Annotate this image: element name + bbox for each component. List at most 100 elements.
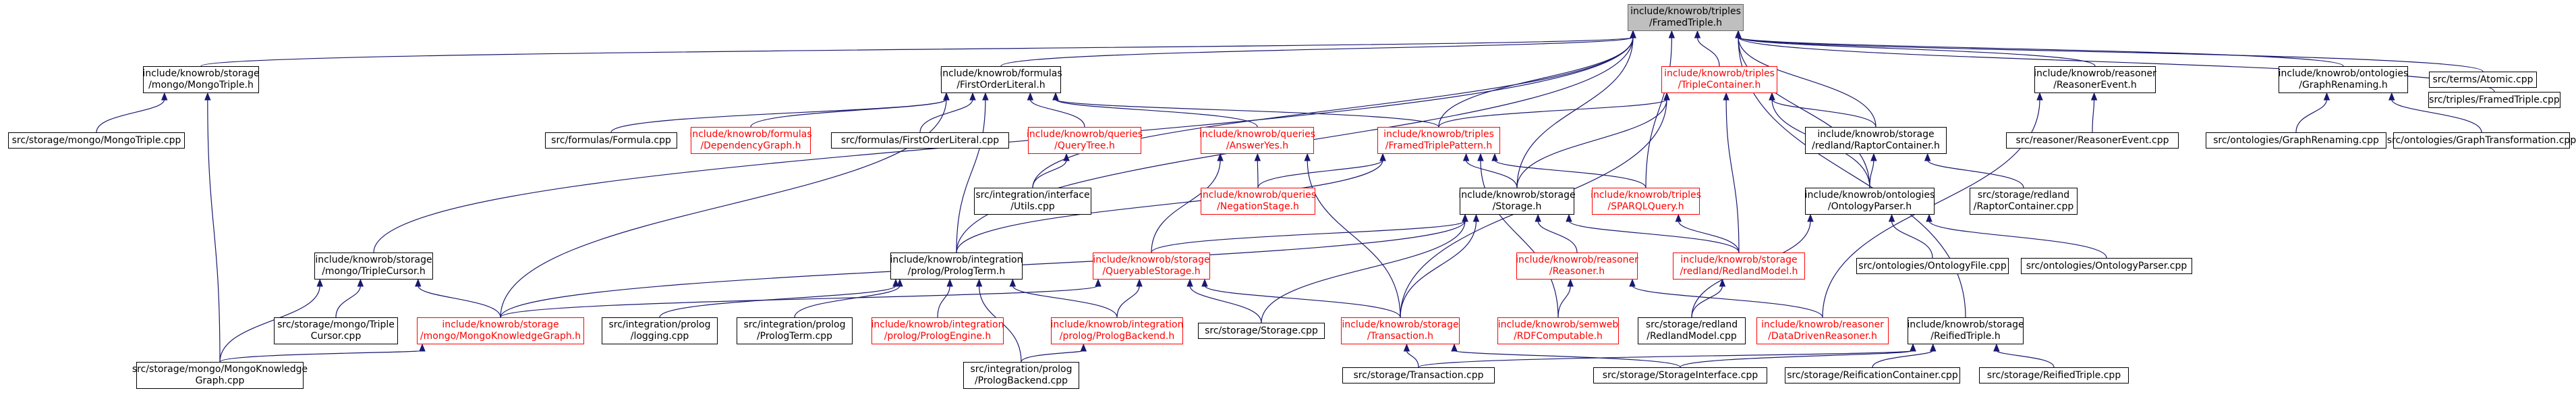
node-redland-model-cpp[interactable]: src/storage/redland /RedlandModel.cpp [1638,317,1746,344]
node-graph-transformation-cpp[interactable]: src/ontologies/GraphTransformation.cpp [2387,132,2576,149]
node-line-1: src/storage/ReifiedTriple.cpp [1986,369,2121,381]
node-storage-h[interactable]: include/knowrob/storage /Storage.h [1458,188,1576,215]
node-line-2: /Reasoner.h [1549,266,1605,277]
dependency-edge [1516,36,1634,188]
node-formula-cpp[interactable]: src/formulas/Formula.cpp [545,132,677,149]
node-dependency-graph-h[interactable]: include/knowrob/formulas /DependencyGrap… [689,127,812,154]
node-atomic-cpp[interactable]: src/terms/Atomic.cpp [2429,72,2537,88]
node-answer-yes-h[interactable]: include/knowrob/queries /AnswerYes.h [1199,127,1315,154]
dependency-edge [1151,159,1221,253]
edge-arrowhead [2323,92,2330,101]
edge-arrowhead [1052,92,1059,101]
dependency-edge [750,99,947,128]
node-prolog-backend-h[interactable]: include/knowrob/integration /prolog/Prol… [1051,317,1183,344]
node-prolog-backend-cpp[interactable]: src/integration/prolog /PrologBackend.cp… [963,362,1079,389]
node-prolog-engine-h[interactable]: include/knowrob/integration /prolog/Prol… [871,317,1004,344]
edge-arrowhead [1304,153,1311,161]
node-triple-cursor-h[interactable]: include/knowrob/storage /mongo/TripleCur… [314,253,433,280]
edge-arrowhead [1993,343,2000,352]
node-reification-container-cpp[interactable]: src/storage/ReificationContainer.cpp [1785,367,1960,383]
edge-arrowhead [1910,343,1916,352]
node-line-2: /prolog/PrologTerm.h [907,266,1006,277]
node-line-2: /RaptorContainer.cpp [1973,201,2074,212]
node-graph-renaming-cpp[interactable]: src/ontologies/GraphRenaming.cpp [2206,132,2386,149]
node-line-2: /Transaction.h [1367,331,1434,342]
node-line-1: src/storage/redland [1645,319,1738,330]
dependency-edge [1012,285,1118,318]
node-mongo-knowledge-graph-cpp[interactable]: src/storage/mongo/MongoKnowledge Graph.c… [132,362,308,389]
node-reified-triple-h[interactable]: include/knowrob/storage /ReifiedTriple.h [1907,317,2024,344]
edge-arrowhead [1462,153,1470,161]
node-mongo-triple-h[interactable]: include/knowrob/storage /mongo/MongoTrip… [142,66,260,93]
node-reasoner-event-h[interactable]: include/knowrob/reasoner /ReasonerEvent.… [2034,66,2156,93]
node-triple-container-h[interactable]: include/knowrob/triples /TripleContainer… [1661,66,1777,93]
node-framed-triple-cpp[interactable]: src/triples/FramedTriple.cpp [2428,92,2560,108]
dependency-edge [1055,99,1258,128]
dependency-edge [1725,99,1740,253]
dependency-edge [1738,36,2484,72]
dependency-edge [1632,285,1823,318]
dependency-edge [1494,159,1647,188]
node-ontology-file-cpp[interactable]: src/ontologies/OntologyFile.cpp [1856,258,2009,274]
node-redland-model-h[interactable]: include/knowrob/storage /redland/Redland… [1673,253,1805,280]
node-first-order-literal-h[interactable]: include/knowrob/formulas /FirstOrderLite… [940,66,1062,93]
node-line-1: include/knowrob/queries [1200,190,1316,201]
node-line-1: src/ontologies/GraphRenaming.cpp [2213,134,2379,146]
node-graph-renaming-h[interactable]: include/knowrob/ontologies /GraphRenamin… [2279,66,2408,93]
edge-arrowhead [1723,92,1729,101]
edge-arrowhead [896,278,903,287]
node-line-1: src/ontologies/OntologyFile.cpp [1858,260,2007,271]
node-reasoner-event-cpp[interactable]: src/reasoner/ReasonerEvent.cpp [2006,132,2179,149]
node-first-order-literal-cpp[interactable]: src/formulas/FirstOrderLiteral.cpp [831,132,1009,149]
node-line-1: src/storage/Transaction.cpp [1353,369,1484,381]
node-raptor-container-h[interactable]: include/knowrob/storage /redland/RaptorC… [1805,127,1947,154]
node-transaction-cpp[interactable]: src/storage/Transaction.cpp [1342,367,1495,383]
node-prolog-term-h[interactable]: include/knowrob/integration /prolog/Prol… [890,253,1023,280]
edge-arrowhead [1694,30,1701,38]
edge-arrowhead [1201,278,1208,287]
dependency-edge [219,285,320,363]
node-storage-interface-cpp[interactable]: src/storage/StorageInterface.cpp [1593,367,1767,383]
node-line-1: src/integration/prolog [970,364,1072,375]
dependency-edge [1480,159,1559,318]
node-framed-triple-pattern-h[interactable]: include/knowrob/triples /FramedTriplePat… [1377,127,1500,154]
node-query-tree-h[interactable]: include/knowrob/queries /QueryTree.h [1027,127,1143,154]
node-storage-cpp[interactable]: src/storage/Storage.cpp [1198,323,1325,339]
edge-arrowhead [161,92,168,101]
edge-arrowhead [1186,278,1193,287]
node-line-1: src/storage/mongo/MongoTriple.cpp [11,134,181,146]
node-sparql-query-h[interactable]: include/knowrob/triples /SPARQLQuery.h [1591,188,1701,215]
node-line-1: src/formulas/Formula.cpp [551,134,671,146]
node-line-1: src/integration/prolog [608,319,711,330]
node-raptor-container-cpp[interactable]: src/storage/redland /RaptorContainer.cpp [1970,188,2078,215]
node-negation-stage-h[interactable]: include/knowrob/queries /NegationStage.h [1200,188,1316,215]
node-line-2: Graph.cpp [195,375,245,386]
node-reified-triple-cpp[interactable]: src/storage/ReifiedTriple.cpp [1979,367,2129,383]
node-transaction-h[interactable]: include/knowrob/storage /Transaction.h [1341,317,1460,344]
dependency-edge [1891,220,1933,259]
node-prolog-term-cpp[interactable]: src/integration/prolog /PrologTerm.cpp [737,317,853,344]
edge-arrowhead [1063,153,1070,161]
node-line-2: /PrologBackend.cpp [974,375,1068,386]
dependency-edge [1996,350,2055,368]
node-line-2: /ReasonerEvent.h [2053,80,2137,90]
node-ontology-parser-h[interactable]: include/knowrob/ontologies /OntologyPars… [1805,188,1935,215]
edge-arrowhead [1567,278,1574,287]
node-framed-triple-h: include/knowrob/triples /FramedTriple.h [1628,4,1744,31]
node-mongo-knowledge-graph-h[interactable]: include/knowrob/storage /mongo/MongoKnow… [417,317,584,344]
node-interface-utils-cpp[interactable]: src/integration/interface /Utils.cpp [974,188,1091,215]
node-data-driven-reasoner-h[interactable]: include/knowrob/reasoner /DataDrivenReas… [1756,317,1889,344]
node-line-2: /QueryTree.h [1054,140,1115,151]
edge-arrowhead [415,278,422,287]
node-triple-cursor-cpp[interactable]: src/storage/mongo/Triple Cursor.cpp [274,317,398,344]
node-rdf-computable-h[interactable]: include/knowrob/semweb /RDFComputable.h [1497,317,1619,344]
node-reasoner-h[interactable]: include/knowrob/reasoner /Reasoner.h [1516,253,1638,280]
node-queryable-storage-h[interactable]: include/knowrob/storage /QueryableStorag… [1093,253,1210,280]
dependency-edge [956,159,1383,253]
node-line-1: include/knowrob/semweb [1497,319,1619,330]
node-prolog-logging-cpp[interactable]: src/integration/prolog /logging.cpp [602,317,718,344]
dependency-edge [1261,220,1466,323]
node-mongo-triple-cpp[interactable]: src/storage/mongo/MongoTriple.cpp [8,132,185,149]
node-line-1: src/integration/prolog [743,319,846,330]
node-ontology-parser-cpp[interactable]: src/ontologies/OntologyParser.cpp [2021,258,2192,274]
